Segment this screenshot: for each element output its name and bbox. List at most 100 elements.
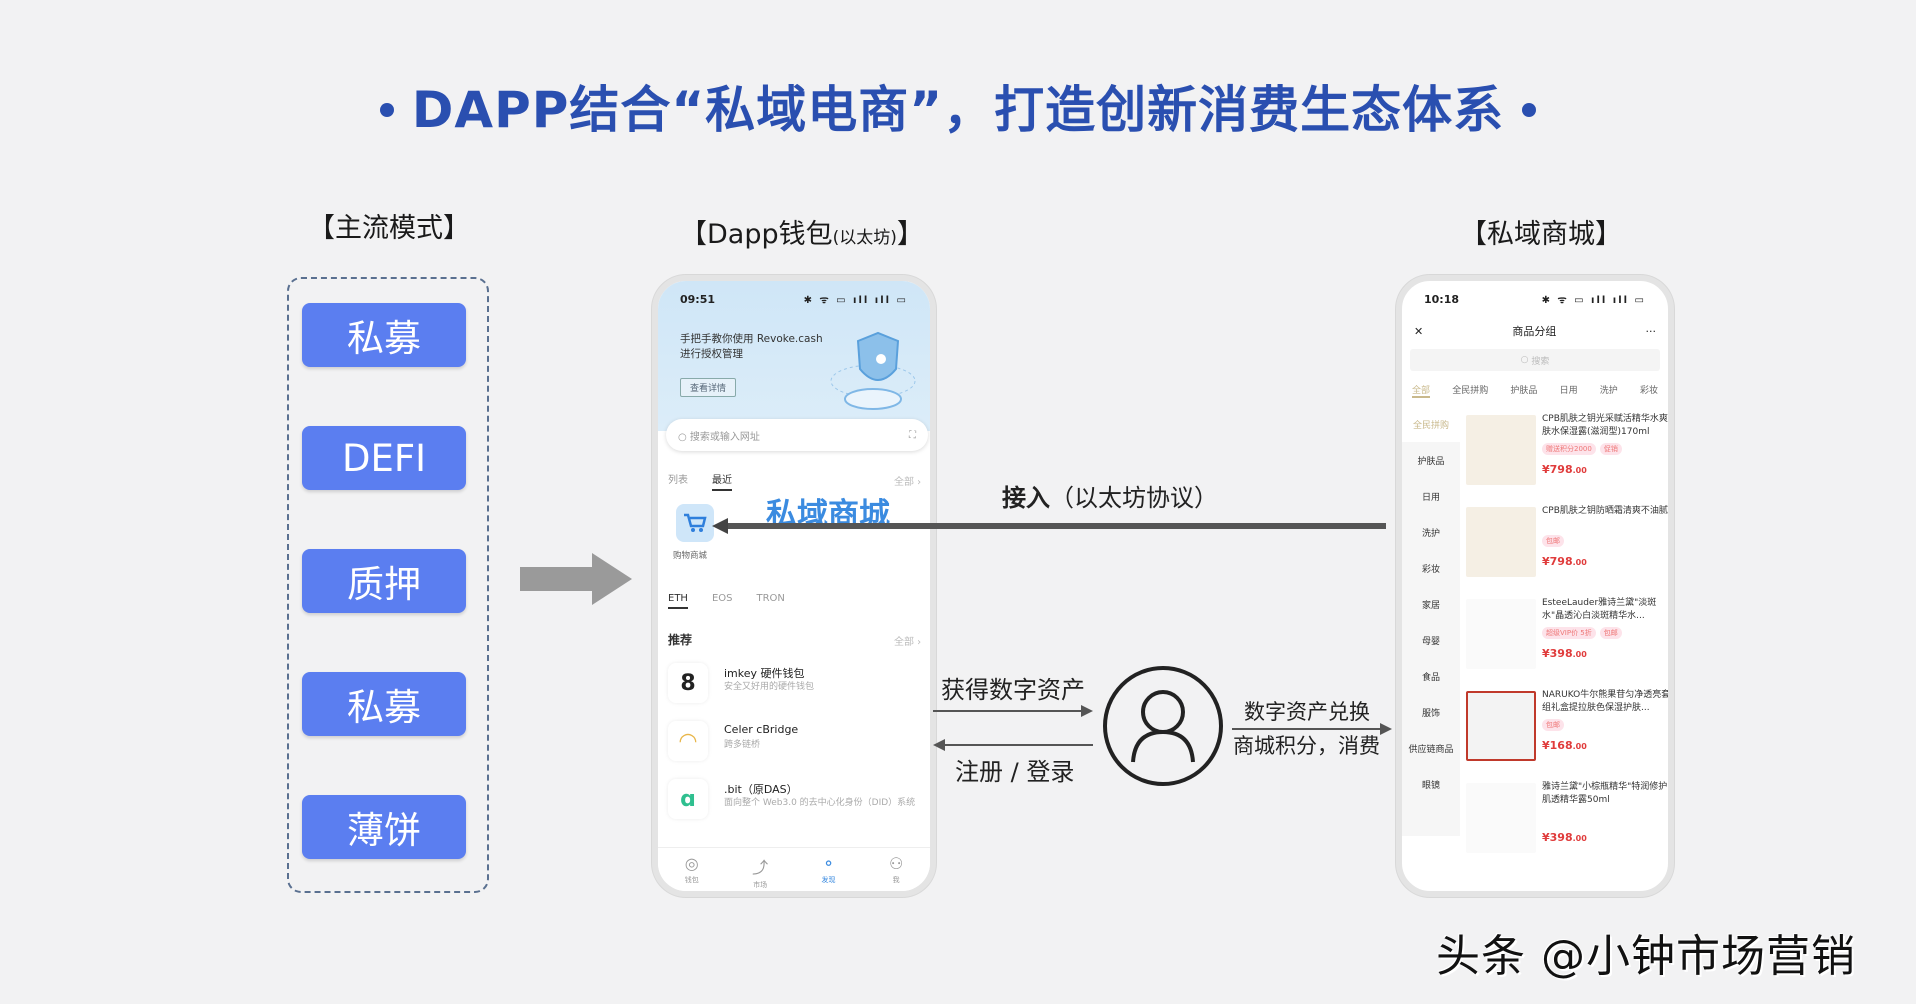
nav-me[interactable]: ⚇我 — [889, 848, 903, 891]
search-icon: ○ — [678, 431, 690, 443]
status-time: 10:18 — [1424, 292, 1460, 306]
price-main: ¥798 — [1542, 463, 1573, 476]
item-desc: 面向整个 Web3.0 的去中心化身份（DID）系统 — [724, 798, 916, 808]
recommend-all-link[interactable]: 全部 › — [894, 637, 922, 648]
product-name: 雅诗兰黛"小棕瓶精华"特润修护肌透精华露50ml — [1542, 782, 1668, 805]
product-price: ¥398.00 — [1542, 647, 1587, 660]
item-desc: 安全又好用的硬件钱包 — [724, 682, 815, 692]
cat-tab[interactable]: 洗护 — [1599, 386, 1618, 396]
sidebar-item[interactable]: 日用 — [1421, 492, 1440, 503]
wallet-search-input[interactable]: ○ 搜索或输入网址 ⛶ — [666, 419, 928, 451]
tab-eos[interactable]: EOS — [711, 593, 733, 604]
tag: 超级VIP价 5折 — [1542, 627, 1596, 639]
product-card[interactable]: NARUKO牛尔熊果苷匀净透亮套组礼盒提拉肤色保湿护肤... 包邮 ¥168.0… — [1466, 687, 1668, 775]
rainbow-icon: ◠ — [668, 721, 708, 761]
item-name: imkey 硬件钱包 — [724, 667, 805, 680]
sidebar-item[interactable]: 母婴 — [1421, 636, 1440, 647]
mode-private-placement-2: 私募 — [302, 672, 466, 736]
tag: 包邮 — [1599, 627, 1622, 639]
mode-private-placement: 私募 — [302, 303, 466, 367]
tab-recent[interactable]: 最近 — [712, 471, 732, 491]
sidebar-item[interactable]: 洗护 — [1421, 528, 1440, 539]
scan-icon[interactable]: ⛶ — [909, 429, 916, 441]
close-icon[interactable]: ✕ — [1414, 324, 1424, 338]
product-image — [1466, 507, 1536, 577]
nav-discover[interactable]: ⚬发现 — [822, 848, 836, 891]
shopping-cart-icon[interactable] — [676, 504, 714, 542]
sidebar-item[interactable]: 供应链商品 — [1408, 744, 1454, 755]
cat-tab[interactable]: 全民拼购 — [1452, 386, 1489, 396]
search-placeholder: 搜索 — [1531, 356, 1550, 367]
recommend-item[interactable]: 8 imkey 硬件钱包 安全又好用的硬件钱包 — [668, 659, 928, 711]
recommend-item[interactable]: ◠ Celer cBridge 跨多链桥 — [668, 717, 928, 769]
tag: 促销 — [1599, 443, 1622, 455]
price-main: ¥798 — [1542, 555, 1573, 568]
arrow-left-icon — [933, 739, 1093, 751]
sidebar-item[interactable]: 护肤品 — [1417, 456, 1445, 467]
tag: 包邮 — [1542, 719, 1564, 731]
price-main: ¥398 — [1542, 831, 1573, 844]
product-card[interactable]: 雅诗兰黛"小棕瓶精华"特润修护肌透精华露50ml ¥398.00 — [1466, 779, 1668, 867]
access-arrow-icon — [712, 518, 1386, 534]
private-mall-phone: 10:18 ✱ ᯤ ▭ ıll ıll ▭ ✕ 商品分组 ··· ○ 搜索 全部… — [1396, 275, 1674, 897]
slide-title: DAPP结合“私域电商”，打造创新消费生态体系 — [0, 70, 1916, 142]
product-card[interactable]: EsteeLauder雅诗兰黛"淡斑水"晶透沁白淡斑精华水... 超级VIP价 … — [1466, 595, 1668, 683]
status-bar: 10:18 ✱ ᯤ ▭ ıll ıll ▭ — [1402, 281, 1668, 317]
nav-market[interactable]: ⤴市场 — [752, 848, 768, 891]
shield-icon — [830, 331, 916, 410]
nav-wallet[interactable]: ◎钱包 — [685, 848, 699, 891]
view-details-button[interactable]: 查看详情 — [680, 378, 737, 397]
cat-tab-all[interactable]: 全部 — [1412, 383, 1431, 398]
product-card[interactable]: CPB肌肤之钥防晒霜清爽不油腻 包邮 ¥798.00 — [1466, 503, 1668, 591]
cat-tab[interactable]: 护肤品 — [1510, 386, 1538, 396]
sidebar-item[interactable]: 眼镜 — [1421, 780, 1440, 791]
item-name: .bit（原DAS） — [724, 783, 798, 796]
product-price: ¥798.00 — [1542, 555, 1587, 568]
more-icon[interactable]: ··· — [1645, 324, 1657, 338]
nav-label: 钱包 — [684, 876, 699, 884]
banner-text: 手把手教你使用 Revoke.cash 进行授权管理 — [680, 333, 823, 360]
sidebar-item[interactable]: 彩妆 — [1421, 564, 1440, 575]
product-price: ¥798.00 — [1542, 463, 1587, 476]
all-link[interactable]: 全部 › — [894, 477, 922, 488]
tab-list[interactable]: 列表 — [668, 475, 688, 486]
cat-tab[interactable]: 彩妆 — [1639, 386, 1658, 396]
watermark: 头条 @小钟市场营销 — [1436, 931, 1856, 982]
recommend-title: 推荐 — [668, 633, 693, 647]
product-name: CPB肌肤之钥光采赋活精华水爽肤水保湿露(滋润型)170ml — [1542, 414, 1668, 437]
shop-search-input[interactable]: ○ 搜索 — [1410, 349, 1660, 371]
nav-label: 我 — [892, 876, 900, 884]
price-cents: .00 — [1572, 742, 1587, 751]
arrow-right-icon — [933, 705, 1093, 717]
price-cents: .00 — [1572, 650, 1587, 659]
bottom-nav: ◎钱包 ⤴市场 ⚬发现 ⚇我 — [658, 847, 930, 891]
user-icon — [1103, 666, 1223, 786]
tab-tron[interactable]: TRON — [756, 593, 785, 604]
discover-icon: ⚬ — [821, 854, 836, 873]
tag: 赠送积分2000 — [1542, 443, 1596, 455]
item-desc: 跨多链桥 — [724, 740, 761, 750]
product-image — [1466, 783, 1536, 853]
right-arrow-icon — [520, 553, 632, 605]
recommend-item[interactable]: ɑ .bit（原DAS） 面向整个 Web3.0 的去中心化身份（DID）系统 — [668, 775, 928, 827]
sidebar-item[interactable]: 家居 — [1421, 600, 1440, 611]
sidebar-item[interactable]: 全民拼购 — [1402, 406, 1460, 442]
tab-eth[interactable]: ETH — [668, 593, 688, 609]
access-bold: 接入 — [1002, 484, 1050, 512]
search-placeholder: 搜索或输入网址 — [689, 431, 760, 443]
product-name: EsteeLauder雅诗兰黛"淡斑水"晶透沁白淡斑精华水... — [1542, 598, 1657, 621]
bit-icon: ɑ — [668, 779, 708, 819]
cat-tab[interactable]: 日用 — [1559, 386, 1578, 396]
sidebar-item[interactable]: 服饰 — [1421, 708, 1440, 719]
product-tags: 包邮 — [1542, 719, 1564, 731]
status-icons: ✱ ᯤ ▭ ıll ıll ▭ — [803, 295, 908, 306]
product-image — [1466, 415, 1536, 485]
sidebar-item[interactable]: 食品 — [1421, 672, 1440, 683]
dapp-wallet-phone: 09:51 ✱ ᯤ ▭ ıll ıll ▭ 手把手教你使用 Revoke.cas… — [652, 275, 936, 897]
bullet-dot — [1522, 102, 1537, 117]
category-tabs: 全部 全民拼购 护肤品 日用 洗护 彩妆 — [1402, 375, 1668, 404]
product-image — [1466, 691, 1536, 761]
